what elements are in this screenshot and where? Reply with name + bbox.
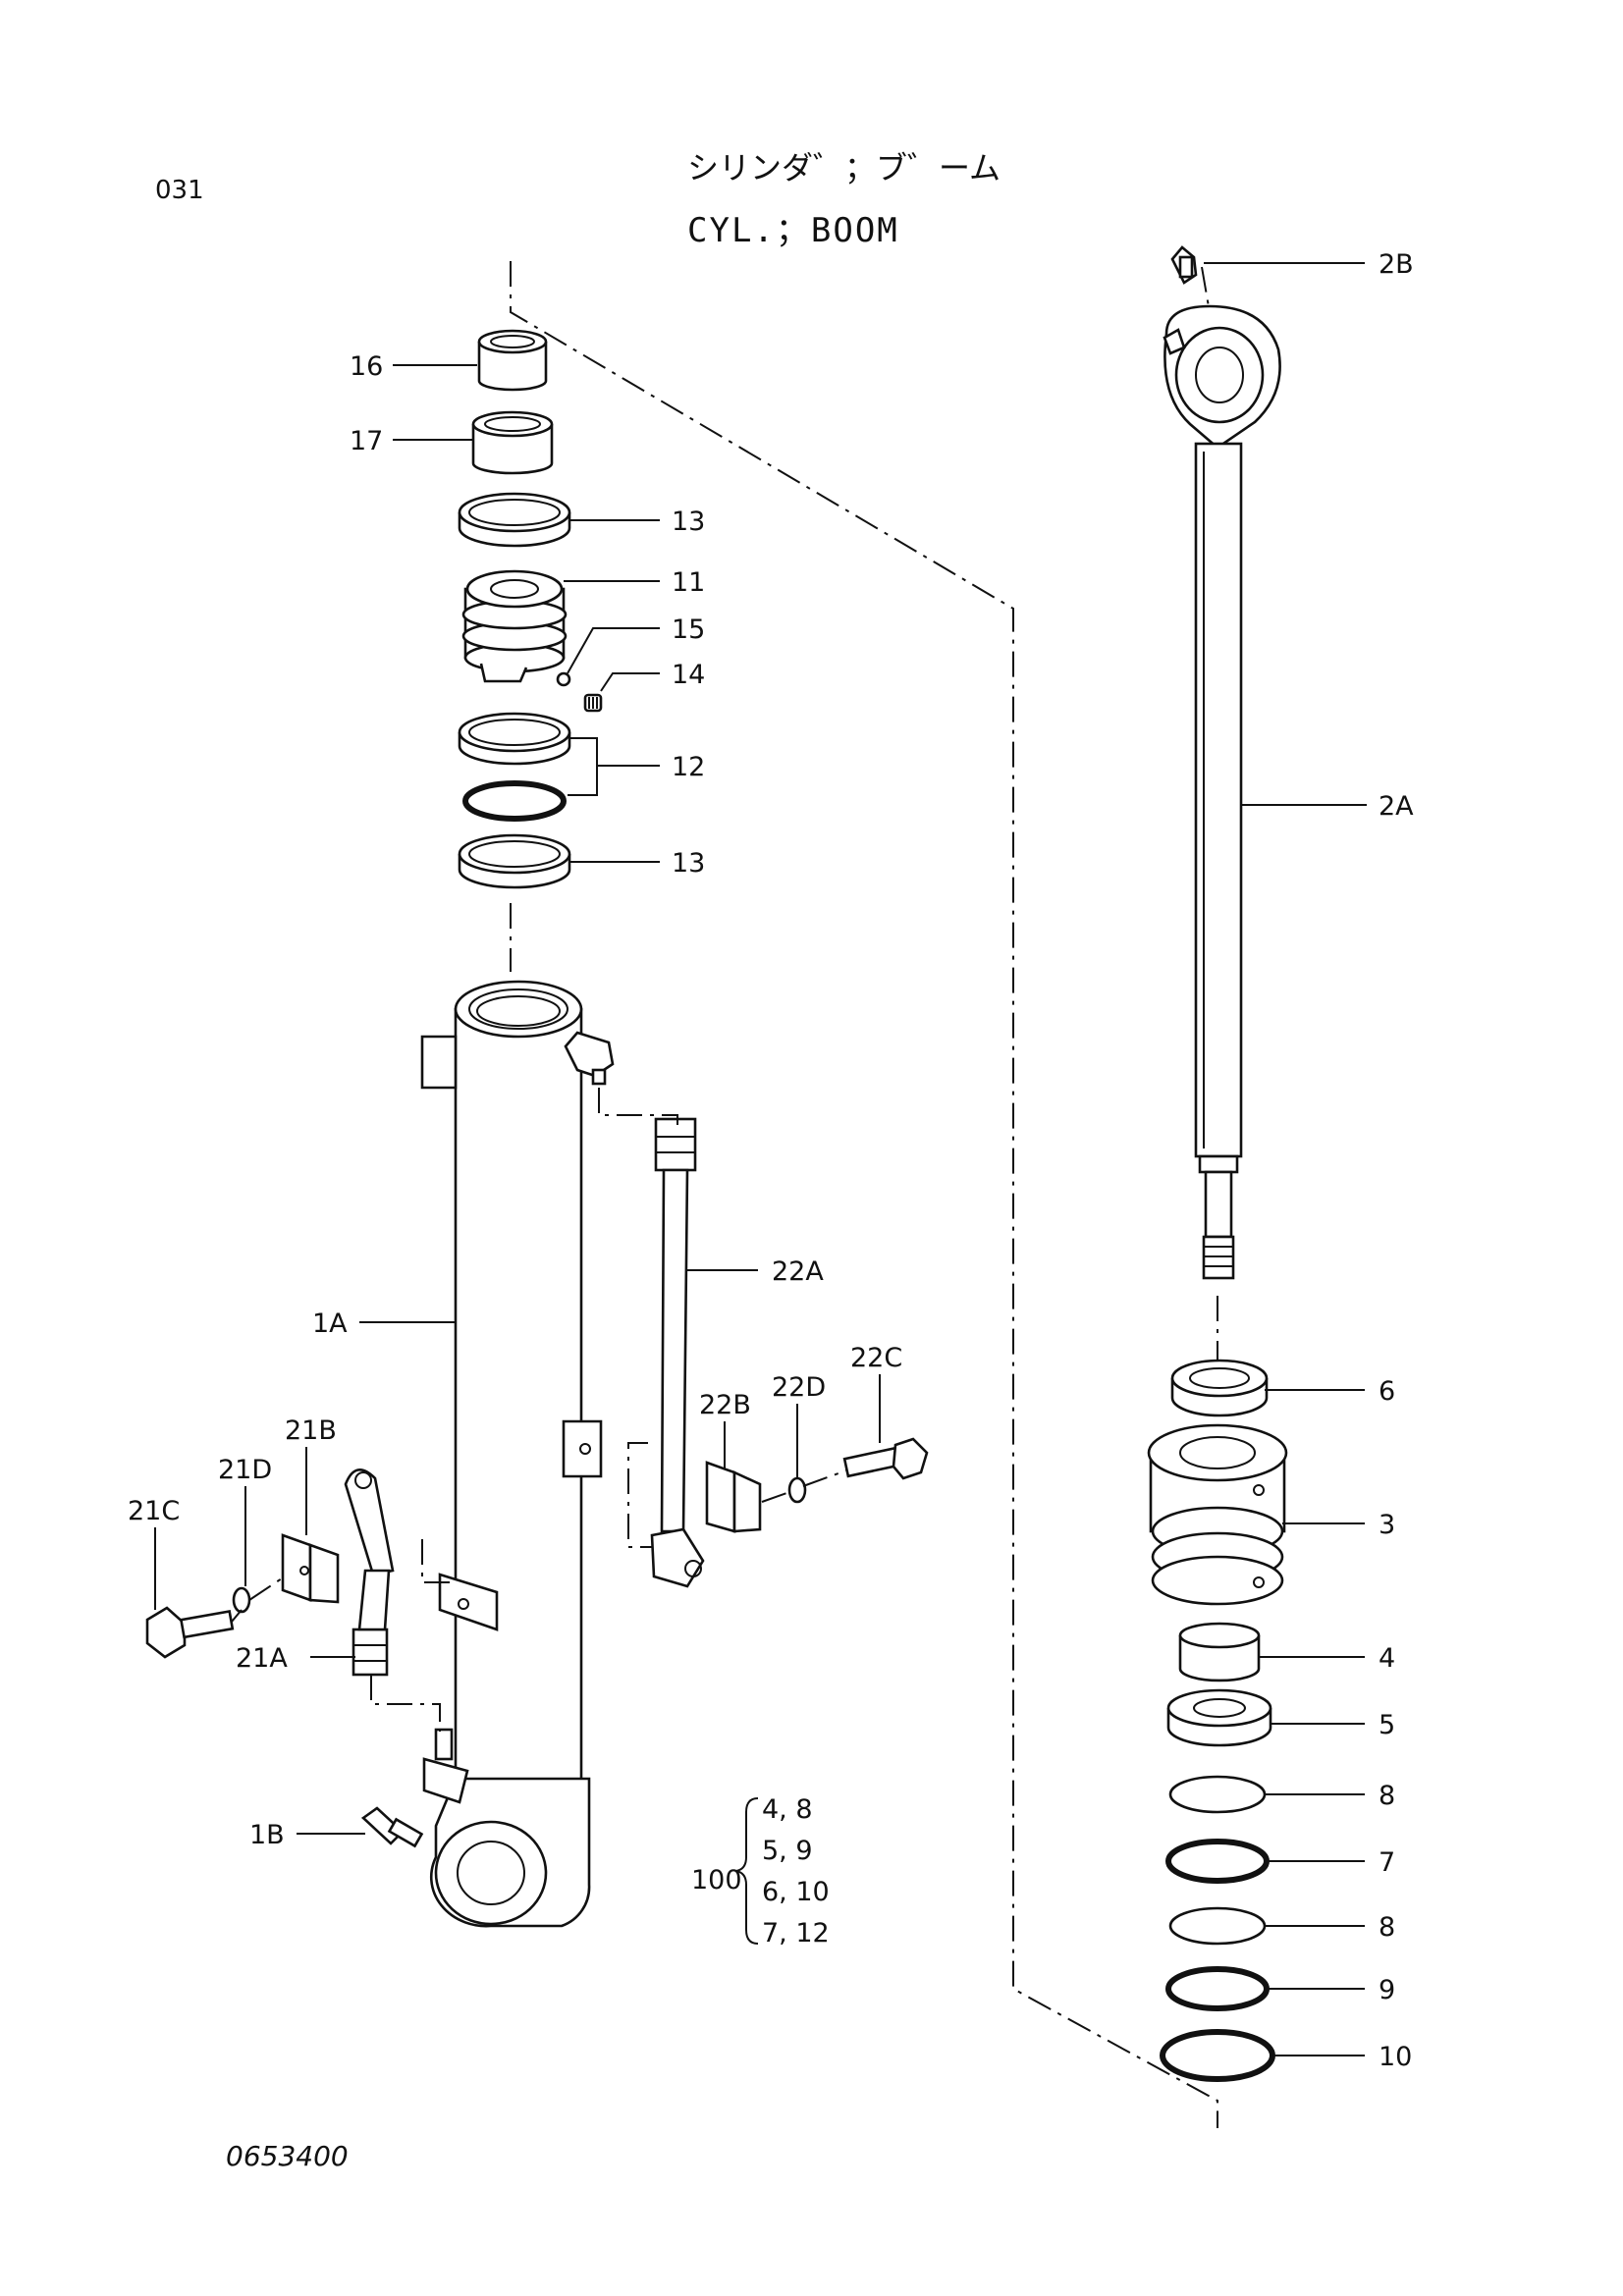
callout-2B: 2B (1379, 249, 1414, 280)
part-16-bushing (477, 329, 548, 392)
title-japanese: シリンダ゛；ブ゛ーム (687, 149, 1001, 187)
part-6-nut (1170, 1359, 1269, 1417)
seal-kit-row: 4, 8 (762, 1794, 813, 1825)
callout-16: 16 (350, 351, 383, 382)
callout-21C: 21C (128, 1496, 180, 1526)
callout-7: 7 (1379, 1847, 1395, 1878)
part-7-o-ring (1165, 1839, 1270, 1884)
part-17-bushing (471, 410, 554, 475)
part-2A-rod (1163, 304, 1281, 1280)
callout-5: 5 (1379, 1710, 1395, 1740)
part-9-o-ring (1165, 1966, 1270, 2011)
seal-kit-number: 100 (691, 1865, 742, 1896)
part-12-seal-set (458, 712, 571, 822)
callout-22A: 22A (772, 1256, 824, 1287)
seal-kit-row: 6, 10 (762, 1877, 830, 1907)
part-22D-washer (787, 1476, 807, 1504)
callout-22C: 22C (850, 1343, 902, 1373)
part-14-setscrew (583, 693, 603, 713)
drawing-number: 0653400 (226, 2140, 349, 2172)
callout-9: 9 (1379, 1975, 1395, 2005)
part-11-head (461, 569, 568, 683)
seal-kit-row: 5, 9 (762, 1836, 813, 1866)
callout-1A: 1A (312, 1308, 348, 1339)
part-22C-bolt (842, 1437, 929, 1480)
callout-3: 3 (1379, 1510, 1395, 1540)
callout-8-upper: 8 (1379, 1781, 1395, 1811)
part-13-ring-upper (458, 492, 571, 548)
leader-lines (154, 262, 1367, 2056)
seal-kit-row: 7, 12 (762, 1918, 830, 1949)
part-21C-bolt (145, 1606, 235, 1659)
part-1B-grease-nipple (360, 1806, 424, 1848)
callout-8-lower: 8 (1379, 1912, 1395, 1943)
part-22B-clip (705, 1461, 762, 1533)
callout-1B: 1B (249, 1820, 285, 1850)
part-22A-pipe (650, 1117, 705, 1588)
part-21B-clip (281, 1533, 340, 1604)
title-english: CYL.；BOOM (687, 211, 899, 250)
callout-21A: 21A (236, 1643, 288, 1674)
callout-22B: 22B (699, 1390, 751, 1420)
part-15-ball (556, 671, 571, 687)
callout-4: 4 (1379, 1643, 1395, 1674)
part-8-ring-lower (1168, 1906, 1267, 1946)
page-number: 031 (155, 176, 204, 205)
part-3-piston (1147, 1423, 1288, 1606)
part-5-seal (1166, 1688, 1272, 1747)
callout-11: 11 (672, 567, 705, 598)
part-4-bushing (1178, 1622, 1261, 1682)
part-8-ring-upper (1168, 1775, 1267, 1814)
part-10-o-ring (1160, 2029, 1275, 2082)
callout-15: 15 (672, 614, 705, 645)
callout-13-upper: 13 (672, 507, 705, 537)
callout-21B: 21B (285, 1415, 337, 1446)
seal-kit-brace (735, 1797, 759, 1945)
part-2B-grease-nipple (1170, 245, 1198, 285)
callout-labels: 16 17 13 11 15 14 12 13 1A 1B 21A 21B 21… (128, 249, 1414, 2072)
part-21D-washer (232, 1586, 251, 1614)
part-21A-pipe (344, 1468, 395, 1677)
boundary-lines (510, 261, 1218, 2128)
callout-2A: 2A (1379, 791, 1414, 822)
callout-12: 12 (672, 752, 705, 782)
part-1A-cylinder-tube (420, 980, 615, 1928)
callout-17: 17 (350, 426, 383, 456)
callout-22D: 22D (772, 1372, 826, 1403)
seal-kit-group: 100 4, 8 5, 9 6, 10 7, 12 (691, 1794, 830, 1949)
callout-13-lower: 13 (672, 848, 705, 879)
assembly-lines (231, 1088, 847, 1732)
callout-21D: 21D (218, 1455, 272, 1485)
callout-14: 14 (672, 660, 705, 690)
part-13-ring-lower (458, 833, 571, 889)
callout-6: 6 (1379, 1376, 1395, 1407)
callout-10: 10 (1379, 2042, 1412, 2072)
